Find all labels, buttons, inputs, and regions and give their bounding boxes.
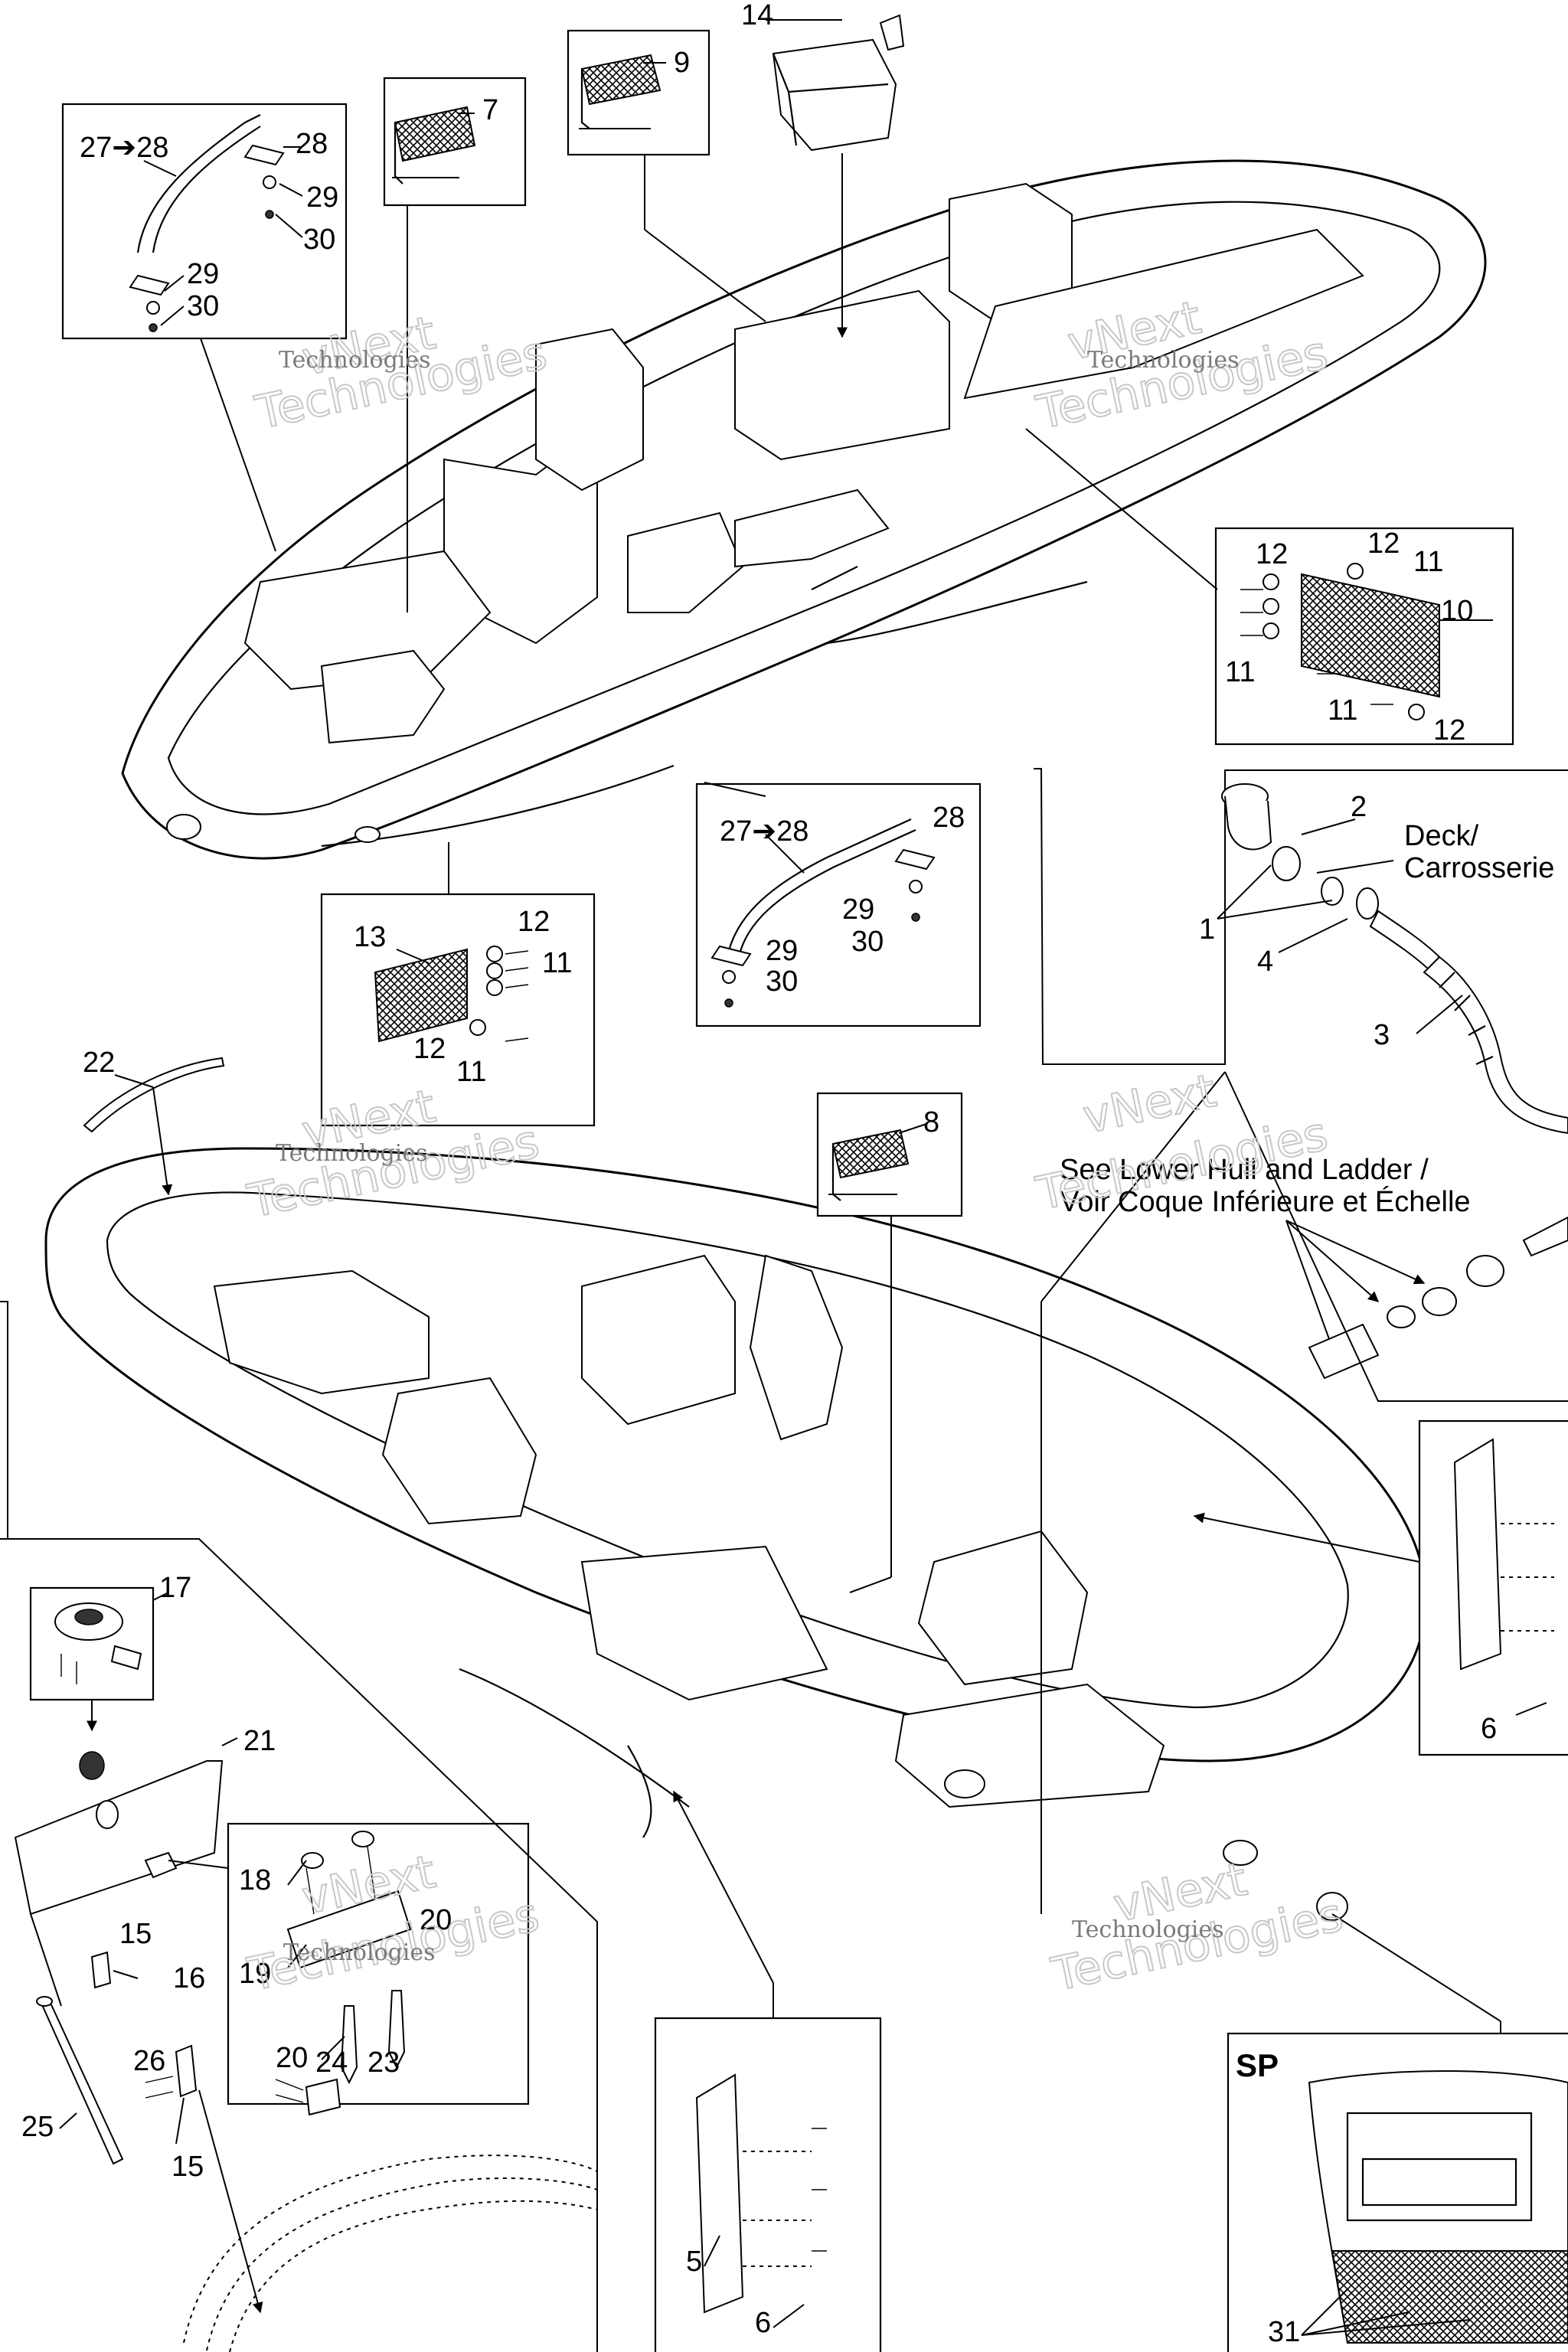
- label-21: 21: [243, 1725, 276, 1757]
- detail-box-grab-handle-right: [695, 782, 982, 1027]
- label-9: 9: [674, 47, 690, 79]
- label-13: 13: [354, 921, 386, 953]
- label-11-c: 11: [1328, 694, 1357, 727]
- deck-label-en: Deck/: [1404, 820, 1479, 852]
- leader-line-left: [0, 1538, 598, 2352]
- speaker-17: [29, 1586, 169, 1780]
- label-30-b: 30: [187, 290, 219, 322]
- label-3: 3: [1374, 1019, 1390, 1051]
- label-26: 26: [133, 2045, 165, 2077]
- panel-21: [14, 1737, 238, 2007]
- label-10: 10: [1441, 595, 1473, 627]
- deck-label-fr: Carrosserie: [1404, 852, 1554, 884]
- label-19: 19: [239, 1958, 271, 1990]
- detail-box-mat-7: [383, 77, 527, 612]
- label-24: 24: [315, 2047, 348, 2079]
- label-28-b: 28: [933, 802, 965, 834]
- label-30-c: 30: [851, 926, 884, 958]
- label-12-e: 12: [413, 1033, 446, 1065]
- label-29-a: 29: [306, 181, 338, 214]
- detail-box-ladder-right: [1193, 1419, 1568, 1756]
- detail-box-latch: [168, 1822, 530, 2105]
- detail-box-mat-8: [816, 1092, 963, 1593]
- label-12-c: 12: [1433, 714, 1465, 746]
- detail-box-ladder-bottom: [654, 1790, 882, 2352]
- watermark-small-c: Technologies: [276, 1140, 428, 1167]
- label-4: 4: [1257, 946, 1273, 978]
- detail-box-mesh-10: [1025, 428, 1514, 746]
- label-12-b: 12: [1367, 528, 1400, 560]
- watermark-small-b: Technologies: [1087, 347, 1240, 374]
- see-lower-hull-en: See Lower Hull and Ladder /: [1060, 1154, 1429, 1186]
- label-15-b: 15: [172, 2151, 204, 2183]
- label-31: 31: [1268, 2316, 1300, 2348]
- label-20-a: 20: [420, 1904, 452, 1936]
- upper-deck-drawing: [121, 159, 1487, 860]
- drain-assembly: [1034, 768, 1568, 1135]
- label-12-a: 12: [1256, 538, 1288, 570]
- cooler-14: [766, 14, 905, 338]
- label-30-a: 30: [303, 224, 335, 256]
- lower-hull-reference: See Lower Hull and Ladder / Voir Coque I…: [1040, 1071, 1568, 1914]
- watermark-small-e: Technologies: [283, 1939, 436, 1966]
- lower-deck-drawing: [44, 1147, 1427, 1921]
- leader-line-edge: [0, 1301, 8, 1539]
- label-11-b: 11: [1225, 656, 1255, 688]
- watermark-small-f: Technologies: [1072, 1916, 1224, 1943]
- label-18: 18: [239, 1864, 271, 1896]
- label-11-a: 11: [1413, 546, 1443, 578]
- label-20-b: 20: [276, 2042, 308, 2074]
- label-1: 1: [1199, 913, 1215, 946]
- label-8: 8: [923, 1106, 939, 1138]
- label-15-a: 15: [119, 1918, 152, 1950]
- see-lower-hull-fr: Voir Coque Inférieure et Échelle: [1060, 1185, 1471, 1218]
- hinge-parts: [36, 1951, 598, 2352]
- label-11-d: 11: [542, 947, 572, 979]
- label-14: 14: [741, 0, 773, 31]
- label-29-c: 29: [842, 893, 874, 926]
- label-23: 23: [368, 2047, 400, 2079]
- label-12-d: 12: [518, 906, 550, 938]
- label-29-d: 29: [766, 935, 798, 967]
- label-7: 7: [482, 94, 498, 126]
- detail-box-mesh-13: [320, 842, 596, 1127]
- label-27-28-a: 27➔28: [80, 132, 168, 164]
- label-27-28-b: 27➔28: [720, 815, 808, 848]
- label-6-b: 6: [755, 2307, 771, 2339]
- label-5: 5: [686, 2246, 702, 2278]
- sp-label: SP: [1236, 2047, 1279, 2083]
- watermark-small-a: Technologies: [279, 347, 431, 374]
- label-29-b: 29: [187, 258, 219, 290]
- label-30-d: 30: [766, 965, 798, 998]
- label-22: 22: [83, 1047, 115, 1079]
- label-28-a: 28: [296, 128, 328, 160]
- label-16: 16: [173, 1962, 205, 1994]
- label-17: 17: [159, 1572, 191, 1604]
- label-6-a: 6: [1481, 1713, 1497, 1745]
- detail-box-grab-handle-left: [61, 103, 348, 552]
- label-25: 25: [21, 2111, 54, 2143]
- detail-box-sp-variant: [1227, 1913, 1568, 2352]
- label-11-e: 11: [456, 1056, 486, 1088]
- trim-22: [83, 1057, 225, 1196]
- detail-box-mat-9: [567, 29, 766, 322]
- label-2: 2: [1351, 791, 1367, 823]
